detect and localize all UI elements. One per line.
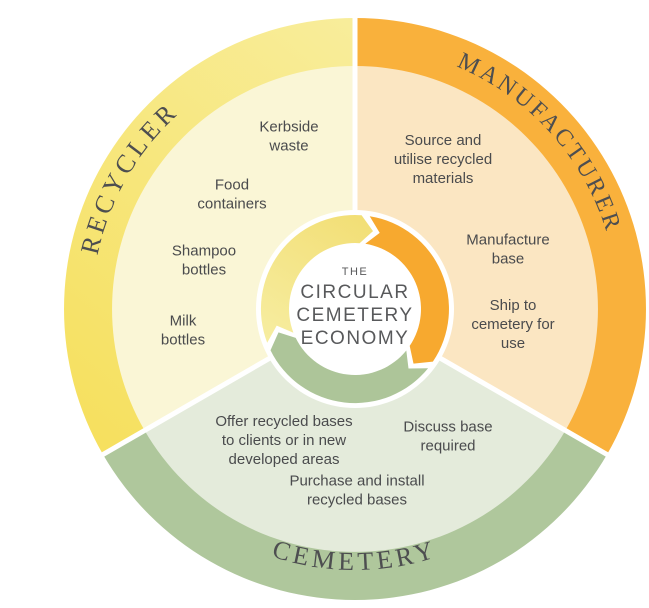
center-title-line1: CIRCULAR — [300, 282, 410, 303]
cycle-arrow-cemetery-icon — [270, 332, 429, 404]
segment-divider-line — [436, 354, 610, 458]
cemetery-item-purchase-install: Purchase and install recycled bases — [289, 472, 425, 508]
recycler-item-shampoo-bottles: Shampoo bottles — [171, 242, 237, 278]
recycler-item-milk-bottles: Milk bottles — [160, 312, 206, 348]
cemetery-item-discuss-base: Discuss base required — [403, 418, 493, 454]
segment-divider-line — [100, 354, 274, 458]
recycler-item-food-containers: Food containers — [197, 176, 267, 212]
manufacturer-item-ship-to-cemetery: Ship to cemetery for use — [471, 296, 555, 352]
center-title-line2: CEMETERY — [296, 305, 414, 326]
cemetery-outer-ring — [103, 430, 607, 600]
center-title-line3: ECONOMY — [300, 328, 410, 349]
cycle-arrow-manufacturer-icon — [365, 216, 449, 364]
recycler-outer-ring — [64, 18, 356, 455]
center-title-kicker: THE — [341, 266, 369, 278]
cemetery-item-offer-recycled-bases: Offer recycled bases to clients or in ne… — [215, 412, 353, 468]
cycle-arrow-recycler-icon — [260, 214, 373, 343]
manufacturer-item-source-materials: Source and utilise recycled materials — [393, 131, 493, 187]
recycler-item-kerbside-waste: Kerbside waste — [259, 118, 319, 154]
cemetery-sector — [142, 309, 568, 555]
center-title: THE CIRCULAR CEMETERY ECONOMY — [296, 266, 413, 350]
manufacturer-outer-ring — [355, 18, 646, 455]
segment-dividers — [100, 17, 610, 458]
manufacturer-item-manufacture-base: Manufacture base — [466, 231, 550, 267]
